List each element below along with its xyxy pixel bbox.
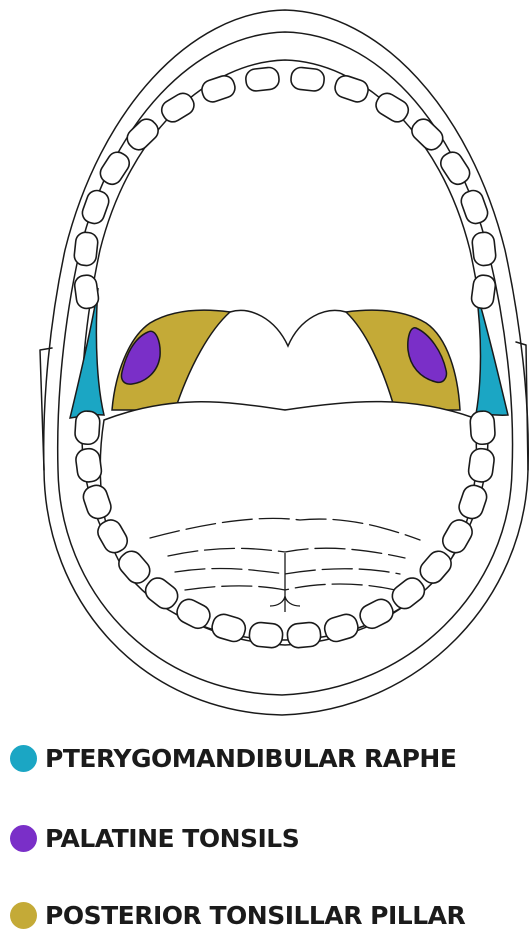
upper-tooth [199,73,237,104]
upper-tooth [408,115,447,154]
upper-tooth [80,188,112,226]
upper-tooth [123,115,162,154]
upper-tooth [372,90,412,126]
upper-tooth [73,274,99,310]
legend-label-pterygomandibular-raphe: PTERYGOMANDIBULAR RAPHE [45,744,456,773]
lower-tooth [286,622,321,649]
legend-dot-pterygomandibular-raphe [10,745,37,772]
upper-tooth [471,231,496,266]
legend-label-palatine-tonsils: PALATINE TONSILS [45,824,299,853]
upper-tooth [290,67,325,92]
lower-tooth [74,410,100,444]
upper-tooth [470,274,496,310]
upper-tooth [97,148,133,188]
upper-tooth [459,188,491,226]
right-corner-fold [516,342,528,470]
lower-tooth [467,447,495,483]
open-mouth-diagram [0,0,530,730]
legend-dot-palatine-tonsils [10,825,37,852]
lower-tooth [75,447,103,483]
legend-label-posterior-tonsillar-pillar: POSTERIOR TONSILLAR PILLAR [45,901,465,930]
lower-tooth [248,622,283,649]
legend-item-pterygomandibular-raphe: PTERYGOMANDIBULAR RAPHE [10,736,456,780]
left-corner-fold [40,348,52,470]
legend-item-posterior-tonsillar-pillar: POSTERIOR TONSILLAR PILLAR [10,893,465,937]
lower-tooth [470,410,496,444]
upper-tooth [158,90,198,126]
legend-dot-posterior-tonsillar-pillar [10,902,37,929]
legend-item-palatine-tonsils: PALATINE TONSILS [10,816,299,860]
upper-tooth [73,231,98,266]
upper-tooth [437,148,473,188]
upper-tooth [332,73,370,104]
upper-tooth [245,67,280,92]
